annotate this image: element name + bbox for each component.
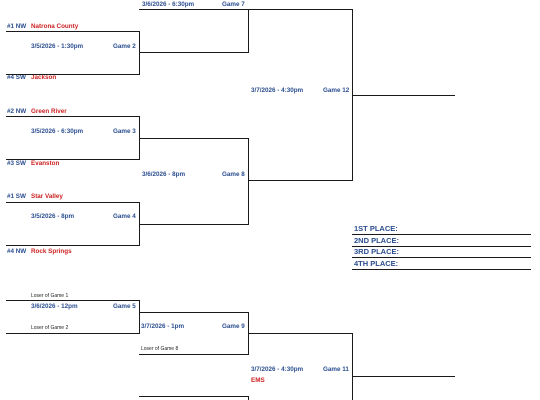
loser-label: Loser of Game 1 <box>31 293 69 299</box>
seed-label: #3 SW <box>7 160 26 167</box>
game-number: Game 12 <box>323 87 350 94</box>
bracket-line <box>248 396 249 400</box>
bracket-line <box>352 9 353 180</box>
bracket-line <box>139 138 248 139</box>
bracket-line <box>248 333 352 334</box>
seed-label: #2 NW <box>7 108 27 115</box>
bracket-line <box>248 9 352 10</box>
place-line <box>352 257 531 258</box>
game-number: Game 9 <box>222 323 245 330</box>
team-name[interactable]: Rock Springs <box>31 248 72 255</box>
venue-label: EMS <box>251 377 265 384</box>
bracket-line <box>139 312 248 313</box>
game-number: Game 4 <box>113 213 136 220</box>
bracket-line <box>139 202 140 245</box>
bracket-line <box>248 138 249 224</box>
game-number: Game 8 <box>222 171 245 178</box>
bracket-line <box>139 52 249 53</box>
bracket-line <box>6 116 139 117</box>
place-line <box>352 269 531 270</box>
bracket-line <box>248 180 353 181</box>
team-name[interactable]: Jackson <box>31 74 57 81</box>
bracket-line <box>6 74 140 75</box>
seed-label: #1 NW <box>7 23 27 30</box>
game-number: Game 2 <box>113 43 136 50</box>
game-number: Game 11 <box>323 366 349 373</box>
bracket-line <box>139 224 249 225</box>
game-datetime: 3/6/2026 - 12pm <box>31 303 78 310</box>
place-label: 3RD PLACE: <box>354 247 400 256</box>
winner-line <box>352 376 455 377</box>
place-label: 1ST PLACE: <box>354 224 398 233</box>
loser-label: Loser of Game 2 <box>31 325 69 331</box>
game-datetime: 3/5/2026 - 1:30pm <box>31 43 84 50</box>
game-datetime: 3/7/2026 - 4:30pm <box>251 87 304 94</box>
place-label: 2ND PLACE: <box>354 236 400 245</box>
game-datetime: 3/5/2026 - 6:30pm <box>31 128 84 135</box>
seed-label: #4 SW <box>7 74 26 81</box>
bracket-line <box>352 333 353 400</box>
bracket-line <box>248 9 249 52</box>
bracket-line <box>139 300 140 333</box>
game-number: Game 3 <box>113 128 136 135</box>
bracket-line <box>6 31 139 32</box>
seed-label: #4 NW <box>7 248 27 255</box>
place-line <box>352 234 531 235</box>
game-number: Game 5 <box>113 303 136 310</box>
bracket-line <box>139 116 140 159</box>
game-datetime: 3/6/2026 - 8pm <box>142 171 186 178</box>
bracket-line <box>6 159 140 160</box>
bracket-line <box>6 245 140 246</box>
bracket-line <box>6 333 140 334</box>
seed-label: #1 SW <box>7 193 26 200</box>
game-datetime: 3/5/2026 - 8pm <box>31 213 75 220</box>
team-name[interactable]: Star Valley <box>31 193 63 200</box>
game-datetime: 3/7/2026 - 4:30pm <box>251 366 304 373</box>
game-number: Game 7 <box>222 1 245 8</box>
loser-label: Loser of Game 8 <box>141 346 179 352</box>
bracket-line <box>6 202 139 203</box>
place-line <box>352 246 531 247</box>
game-datetime: 3/6/2026 - 6:30pm <box>142 1 195 8</box>
team-name[interactable]: Evanston <box>31 160 60 167</box>
bracket-line <box>139 354 249 355</box>
game-datetime: 3/7/2026 - 1pm <box>141 323 185 330</box>
bracket-line <box>6 300 139 301</box>
champion-line <box>352 95 455 96</box>
team-name[interactable]: Green River <box>31 108 67 115</box>
place-label: 4TH PLACE: <box>354 259 399 268</box>
bracket-line <box>139 396 248 397</box>
bracket-line <box>139 9 248 10</box>
team-name[interactable]: Natrona County <box>31 23 79 30</box>
